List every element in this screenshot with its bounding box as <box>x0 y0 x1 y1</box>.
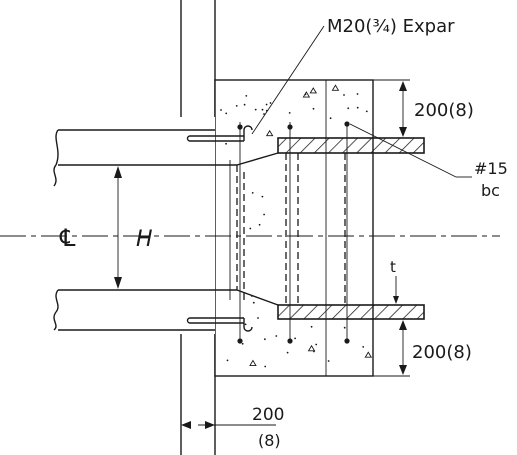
bar-callout-line1: #15 <box>474 159 508 178</box>
top-dimension-text: 200(8) <box>414 100 474 121</box>
bottom-dimension-text: 200(8) <box>412 342 472 363</box>
offset-dimension-value: 200 <box>252 405 284 425</box>
bar-callout-line2: bc <box>481 181 500 200</box>
pipe-wall-sections <box>277 137 425 320</box>
top-dimension-lines <box>373 79 424 139</box>
offset-dimension-lines <box>181 384 276 430</box>
reinforcing-bars <box>237 121 350 344</box>
bar-leader <box>349 123 472 178</box>
concrete-stipple <box>220 84 373 368</box>
inlet-pipe <box>30 117 237 334</box>
expansion-anchors <box>186 125 253 332</box>
thickness-symbol: t <box>390 258 396 276</box>
thickness-dimension <box>393 276 399 304</box>
pipe-transition <box>229 152 279 306</box>
height-dimension <box>114 166 122 289</box>
offset-dimension-unit: (8) <box>258 431 281 450</box>
height-symbol: H <box>136 227 153 252</box>
anchor-leader <box>251 25 325 135</box>
bottom-dimension-lines <box>373 318 424 377</box>
anchor-callout: M20(¾) Expar <box>327 16 455 37</box>
centerline-symbol: ℄ <box>59 224 76 252</box>
